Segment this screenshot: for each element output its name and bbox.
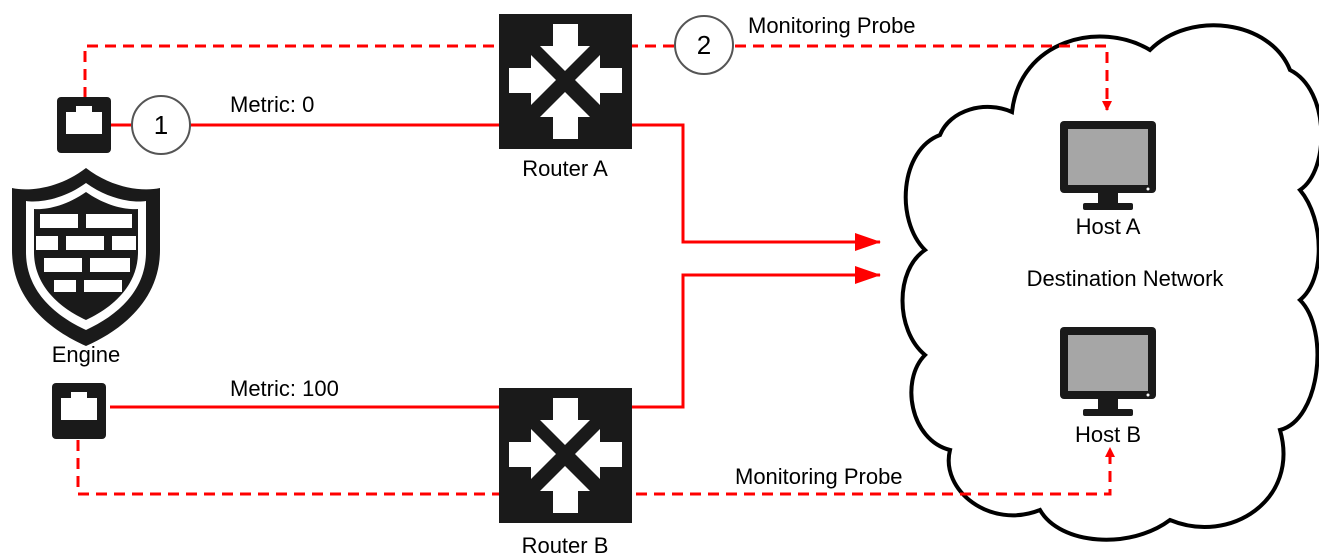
svg-text:1: 1	[154, 110, 168, 140]
host-b-monitor-icon	[1060, 327, 1156, 416]
metric-a-label: Metric: 0	[230, 92, 314, 117]
host-a-monitor-icon	[1060, 121, 1156, 210]
engine-label: Engine	[52, 342, 121, 367]
router-a-icon	[499, 14, 632, 149]
marker-1: 1	[131, 95, 191, 155]
route-a-to-network	[632, 123, 881, 251]
network-port-icon	[57, 97, 111, 153]
firewall-shield-icon	[12, 168, 160, 346]
probe-b-label: Monitoring Probe	[735, 464, 903, 489]
probe-a-label: Monitoring Probe	[748, 13, 916, 38]
destination-network-label: Destination Network	[1027, 266, 1225, 291]
network-port-icon	[52, 383, 106, 439]
svg-text:2: 2	[697, 30, 711, 60]
probe-line-bottom	[76, 440, 1115, 496]
host-a-label: Host A	[1076, 214, 1141, 239]
router-b-label: Router B	[522, 533, 609, 557]
metric-b-label: Metric: 100	[230, 376, 339, 401]
host-b-label: Host B	[1075, 422, 1141, 447]
router-b-icon	[499, 388, 632, 523]
destination-network-cloud	[900, 23, 1319, 542]
route-b-to-network	[632, 266, 881, 409]
router-a-label: Router A	[522, 156, 608, 181]
marker-2: 2	[674, 15, 734, 75]
